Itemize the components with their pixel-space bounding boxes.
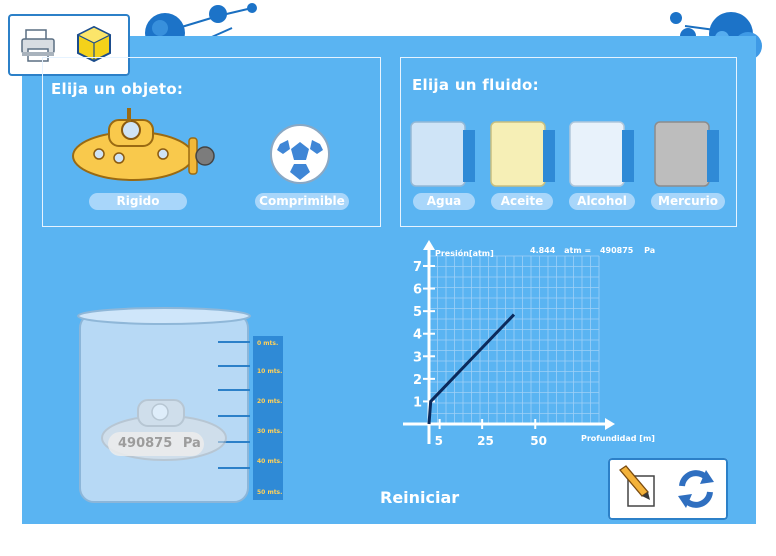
refresh-icon — [678, 470, 714, 508]
object-option-label: Comprimible — [259, 194, 345, 208]
fluid-option-label: Alcohol — [577, 194, 627, 208]
atm-unit: atm = — [564, 246, 592, 255]
x-axis-arrow — [605, 418, 615, 430]
beaker-alcohol[interactable] — [569, 121, 634, 187]
printer-icon — [21, 29, 55, 62]
bottom-toolbar — [608, 458, 728, 520]
fluid-option-alcohol[interactable]: Alcohol — [569, 193, 635, 210]
x-tick-label: 25 — [477, 434, 494, 448]
y-tick-label: 3 — [413, 350, 422, 365]
object-option-rigido[interactable]: Rigido — [89, 193, 187, 210]
cube-icon — [76, 25, 112, 63]
fluid-option-label: Mercurio — [658, 194, 718, 208]
fluid-option-agua[interactable]: Agua — [413, 193, 475, 210]
pressure-readout: 490875 Pa — [118, 436, 201, 451]
depth-tick-20: 20 mts. — [257, 398, 283, 405]
fluid-panel-title: Elija un fluido: — [412, 76, 539, 94]
pa-unit: Pa — [644, 246, 656, 255]
beaker-aceite[interactable] — [490, 121, 555, 187]
soccer-ball-icon[interactable] — [268, 122, 332, 186]
object-option-label: Rigido — [116, 194, 160, 208]
object-panel: Elija un objeto: Rigido Comprimible — [42, 57, 381, 227]
print-button[interactable] — [18, 22, 64, 68]
depth-tick-0: 0 mts. — [257, 340, 279, 347]
beaker-mercurio[interactable] — [654, 121, 719, 187]
depth-tick-50: 50 mts. — [257, 489, 283, 496]
refresh-button[interactable] — [672, 464, 718, 510]
fluid-option-mercurio[interactable]: Mercurio — [651, 193, 725, 210]
y-tick-label: 6 — [413, 283, 422, 298]
pa-value: 490875 — [599, 246, 634, 255]
submarine-icon[interactable] — [67, 106, 219, 192]
object-option-comprimible[interactable]: Comprimible — [255, 193, 349, 210]
top-toolbar — [8, 14, 130, 76]
fluid-option-aceite[interactable]: Aceite — [491, 193, 553, 210]
x-tick-label: 50 — [530, 434, 547, 448]
y-axis-label: Presión[atm] — [435, 248, 494, 258]
depth-tick-40: 40 mts. — [257, 458, 283, 465]
series-line — [427, 313, 516, 425]
pressure-chart: 1 2 3 4 5 6 7 5 25 50 Presión[atm] Profundidad [m] — [403, 240, 655, 448]
notes-button[interactable] — [614, 464, 660, 510]
object-panel-title: Elija un objeto: — [51, 80, 184, 98]
y-axis-arrow — [423, 240, 435, 250]
y-tick-label: 7 — [413, 260, 422, 275]
pressure-value: 490875 — [118, 436, 173, 451]
cube-button[interactable] — [72, 22, 118, 68]
fluid-beakers — [410, 121, 719, 187]
pencil-notes-icon — [619, 465, 655, 507]
x-tick-label: 5 — [435, 434, 443, 448]
beaker-agua[interactable] — [410, 121, 475, 187]
pressure-unit: Pa — [182, 436, 201, 451]
y-tick-label: 1 — [413, 395, 422, 410]
atm-readout: 4.844 atm = 490875 Pa — [530, 246, 655, 255]
fluid-tank — [77, 307, 283, 503]
x-axis-label: Profundidad [m] — [581, 434, 655, 443]
y-tick-label: 2 — [413, 373, 422, 388]
y-tick-label: 5 — [413, 305, 422, 320]
depth-tick-10: 10 mts. — [257, 368, 283, 375]
atm-value: 4.844 — [530, 246, 556, 255]
pressure-readout-box — [108, 432, 204, 456]
reset-button[interactable]: Reiniciar — [380, 488, 460, 507]
fluid-option-label: Agua — [426, 194, 462, 208]
fluid-option-label: Aceite — [500, 194, 544, 208]
fluid-panel: Elija un fluido: Agua Aceite Alcohol Mer… — [400, 57, 737, 227]
y-tick-label: 4 — [413, 328, 422, 343]
depth-tick-30: 30 mts. — [257, 428, 283, 435]
